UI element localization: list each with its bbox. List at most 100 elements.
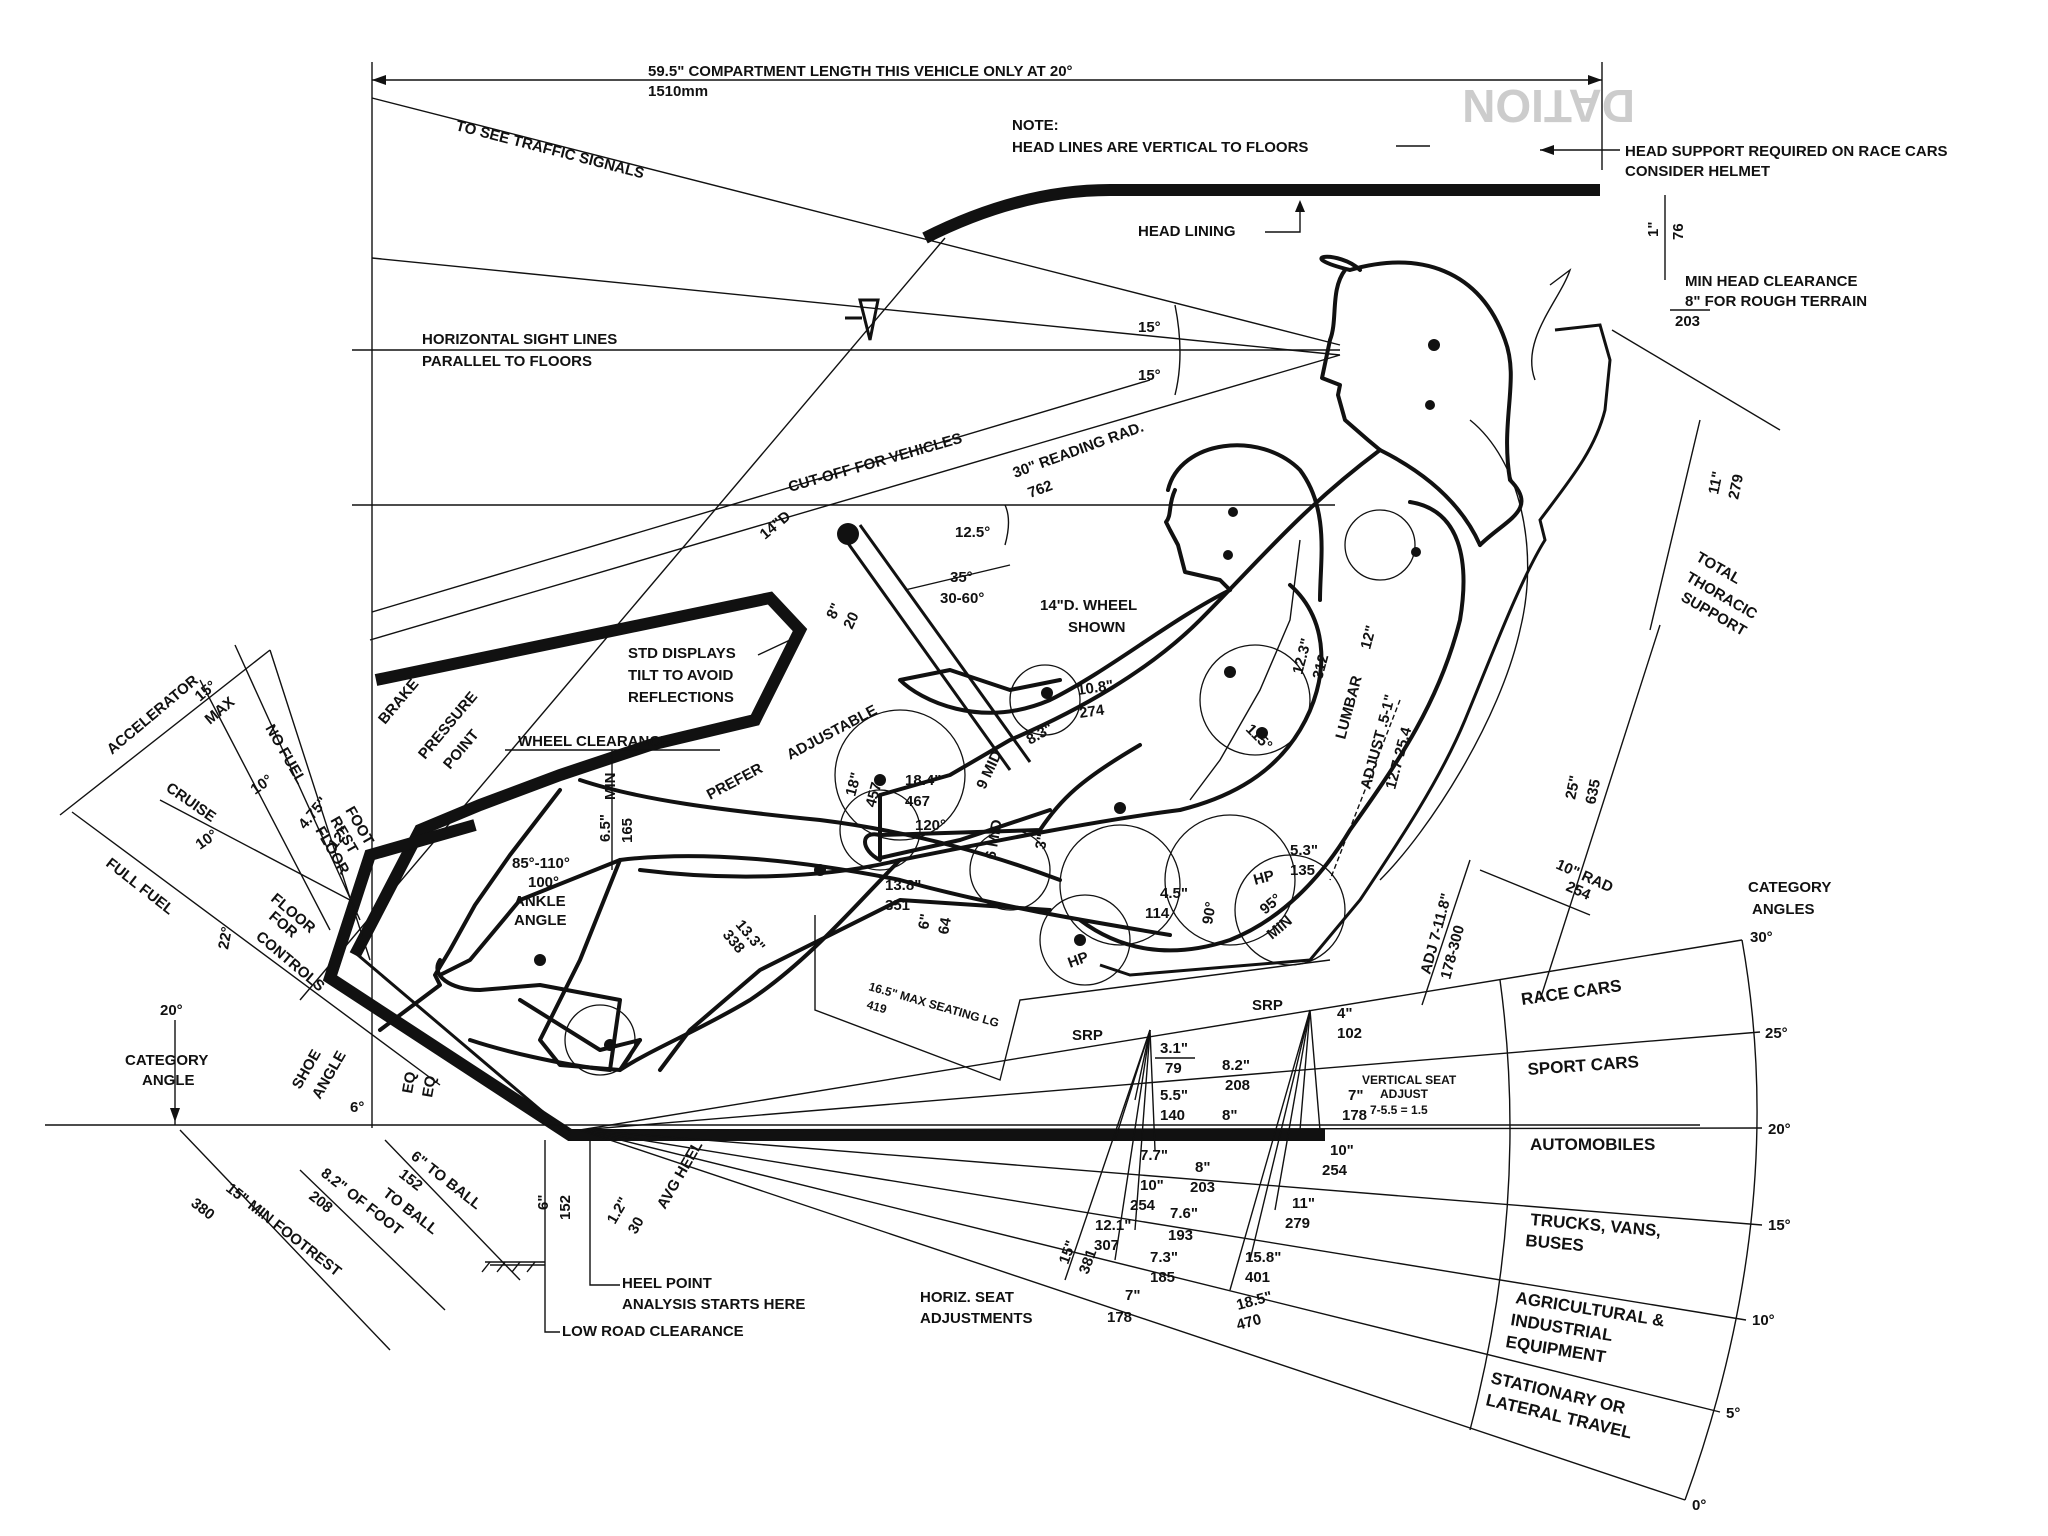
vertical-seat-3: 7-5.5 = 1.5 [1370,1103,1428,1117]
dim-13-8: 13.8" [885,877,921,894]
rough-terrain-mm: 203 [1675,313,1700,330]
steering-hub [837,523,859,545]
h-10-b-mm: 254 [1322,1162,1348,1179]
min-head-clearance: MIN HEAD CLEARANCE [1685,273,1858,290]
note-text: HEAD LINES ARE VERTICAL TO FLOORS [1012,139,1308,156]
wheel-dia: 14"D [757,508,795,543]
cruise-label: CRUISE [163,779,219,825]
six-mid: 6 MID [982,818,1006,861]
wheel-shown: 14"D. WHEEL [1040,597,1137,614]
horiz-seat-1: HORIZ. SEAT [920,1289,1014,1306]
cat-title-2: ANGLES [1752,901,1815,918]
heel-mm: 30 [625,1214,648,1237]
hp-label-b: HP [1066,949,1091,972]
seat-7: 7" [1348,1087,1363,1104]
h-7-7: 7.7" [1140,1147,1168,1164]
h-10-b: 10" [1330,1142,1354,1159]
cat-item-race: RACE CARS [1520,976,1623,1009]
watermark-text: DATION [1462,80,1635,132]
h-7-6-mm: 193 [1168,1227,1193,1244]
seat-11: 11" [1705,470,1726,496]
wheel-clearance-label: WHEEL CLEARANCE [518,733,670,750]
h-12-1-mm: 307 [1094,1237,1119,1254]
low-road: LOW ROAD CLEARANCE [562,1323,744,1340]
h-15-8-mm: 401 [1245,1269,1270,1286]
h-8-2: 8.2" [1222,1057,1250,1074]
traffic-signals-label: TO SEE TRAFFIC SIGNALS [454,117,646,182]
angle-cat-label: ANGLE [142,1072,195,1089]
min-label: MIN [602,773,619,801]
h-8-a: 8" [1222,1107,1237,1124]
cat-deg-10: 10° [1752,1312,1775,1329]
clearance-mm: 165 [619,818,636,843]
eight-label: 8" [823,600,845,621]
prefer-label: PREFER [704,760,766,804]
adjustable-label: ADJUSTABLE [784,702,880,764]
cat20-label: 20° [160,1002,183,1019]
dim-6-mm: 64 [935,916,955,936]
h-11-mm: 279 [1285,1215,1310,1232]
ankle-label: ANKLE [514,893,566,910]
min-angle: 95° [1257,890,1285,918]
srp-b: SRP [1072,1027,1103,1044]
h-8-2-mm: 208 [1225,1077,1250,1094]
shown-label: SHOWN [1068,619,1126,636]
h-8-b-mm: 203 [1190,1179,1215,1196]
compartment-dimension: 59.5" COMPARTMENT LENGTH THIS VEHICLE ON… [371,62,1603,1128]
category-label: CATEGORY [125,1052,208,1069]
cat-deg-20: 20° [1768,1121,1791,1138]
driver-figure-large [378,254,1524,1072]
dim-18-4-mm: 467 [905,793,930,810]
tilt-label: TILT TO AVOID [628,667,733,684]
analysis-label: ANALYSIS STARTS HERE [622,1296,805,1313]
head-gap: 1" [1645,222,1662,237]
dim-3: 3" [1032,833,1051,851]
sight-angle-down: 15° [1138,367,1161,384]
sight-angle-up: 15° [1138,319,1161,336]
dim-4-5-mm: 114 [1145,905,1170,922]
full-fuel-label: FULL FUEL [103,855,178,919]
dim-12: 12" [1357,624,1380,651]
footrest-mm: 380 [188,1195,218,1224]
cat-item-buses: BUSES [1525,1231,1585,1255]
hp-label-a: HP [1252,867,1277,889]
cat-deg-30: 30° [1750,929,1773,946]
h-12-1: 12.1" [1095,1217,1131,1234]
cutoff-label: CUT-OFF FOR VEHICLES [786,430,964,496]
cat-item-sport: SPORT CARS [1527,1052,1640,1079]
h-10-a-mm: 254 [1130,1197,1156,1214]
seat-7-mm: 178 [1342,1107,1367,1124]
wheel-angle: 35° [950,569,973,586]
dim-18: 18" [842,771,865,798]
dim-5-3-mm: 135 [1290,862,1315,879]
dim-10-8: 10.8" [1076,677,1114,699]
nine-mid: 9 MID [973,748,1005,792]
dim-12-3-mm: 312 [1309,652,1332,681]
head-support-label: HEAD SUPPORT REQUIRED ON RACE CARS [1625,143,1948,160]
cat-item-auto: AUTOMOBILES [1530,1135,1655,1154]
angle-12-5: 12.5° [955,524,990,541]
dim-115: 115° [1242,721,1275,754]
h-3-1: 3.1" [1160,1040,1188,1057]
dim-90: 90° [1199,900,1220,925]
head-lining-label: HEAD LINING [1138,223,1236,240]
h-10-a: 10" [1140,1177,1164,1194]
seat-25: 25" [1562,774,1584,801]
srp-a: SRP [1252,997,1283,1014]
seat-4: 4" [1337,1005,1352,1022]
h-7-b-mm: 178 [1107,1309,1132,1326]
h-3-1-mm: 79 [1165,1060,1182,1077]
std-displays: STD DISPLAYS [628,645,736,662]
reading-rad-mm: 762 [1026,477,1055,502]
reading-rad-label: 30" READING RAD. [1011,419,1146,482]
heel-point: HEEL POINT [622,1275,712,1292]
foot-ball-mm: 208 [306,1188,336,1217]
h-5-5-mm: 140 [1160,1107,1185,1124]
h-18-5-mm: 470 [1235,1311,1264,1334]
helmet-label: CONSIDER HELMET [1625,163,1770,180]
eight-mm: 20 [840,609,862,631]
horiz-seat-2: ADJUSTMENTS [920,1310,1033,1327]
cat-deg-0: 0° [1692,1497,1706,1514]
eq-b: EQ [419,1074,440,1099]
seat-25-mm: 635 [1582,778,1604,806]
